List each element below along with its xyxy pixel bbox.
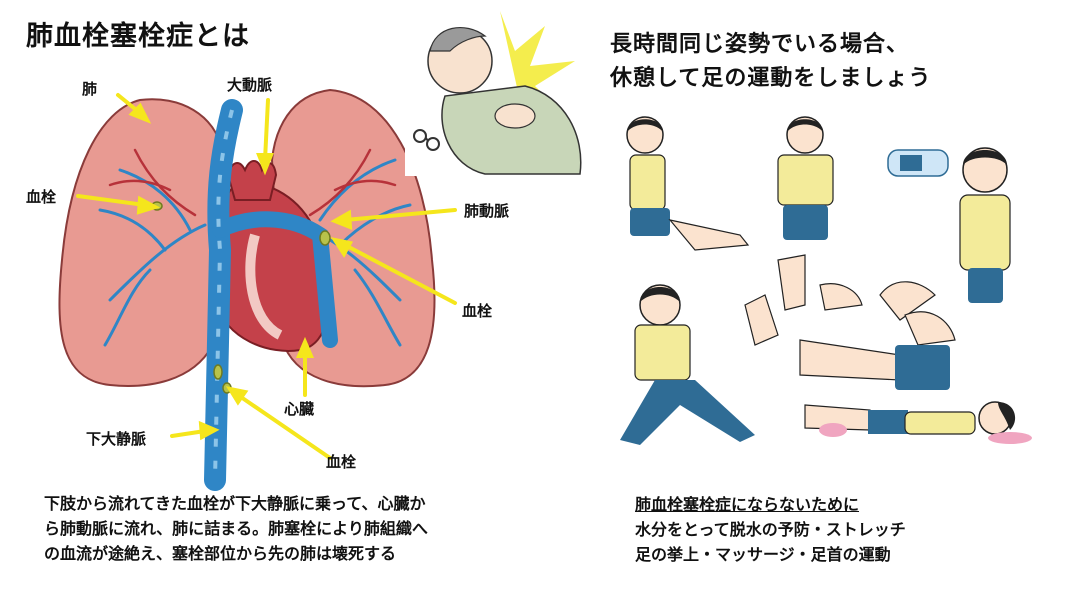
figure-lying-down <box>804 401 1032 444</box>
prevention-caption: 肺血栓塞栓症にならないために 水分をとって脱水の予防・ストレッチ 足の挙上・マッ… <box>635 492 906 567</box>
label-ivc: 下大静脈 <box>86 430 147 448</box>
caption-line-2: ら肺動脈に流れ、肺に詰まる。肺塞栓により肺組織へ <box>44 519 428 538</box>
figure-standing <box>777 116 834 240</box>
exercise-title-line-2: 休憩して足の運動をしましょう <box>610 66 932 91</box>
label-arrows <box>76 93 457 460</box>
label-aorta: 大動脈 <box>227 76 273 94</box>
figure-drinking-water <box>887 147 1011 303</box>
vena-cava-vessel <box>204 99 338 491</box>
figure-stretch <box>620 284 755 445</box>
chest-pain-person-illustration <box>405 6 595 176</box>
anatomy-diagram <box>58 88 457 491</box>
label-heart: 心臓 <box>284 400 315 418</box>
figure-massage <box>626 116 750 251</box>
explanation-caption: 下肢から流れてきた血栓が下大静脈に乗って、心臓か ら肺動脈に流れ、肺に詰まる。肺… <box>44 491 428 566</box>
exercise-title: 長時間同じ姿勢でいる場合、 休憩して足の運動をしましょう <box>610 28 931 96</box>
label-lung: 肺 <box>82 80 98 98</box>
label-thrombus-2: 血栓 <box>462 302 493 320</box>
prevention-line-2: 足の挙上・マッサージ・足首の運動 <box>635 545 891 564</box>
caption-line-3: の血流が途絶え、塞栓部位から先の肺は壊死する <box>44 544 397 563</box>
label-pulmonary-artery: 肺動脈 <box>464 202 510 220</box>
figure-leg-raise <box>799 339 950 390</box>
prevention-heading: 肺血栓塞栓症にならないために <box>635 495 860 514</box>
exercise-illustrations <box>620 116 1032 445</box>
label-thrombus-3: 血栓 <box>326 453 357 471</box>
prevention-line-1: 水分をとって脱水の予防・ストレッチ <box>635 520 906 539</box>
caption-line-1: 下肢から流れてきた血栓が下大静脈に乗って、心臓か <box>44 494 426 513</box>
page-title: 肺血栓塞栓症とは <box>26 21 250 52</box>
exercise-title-line-1: 長時間同じ姿勢でいる場合、 <box>610 32 910 57</box>
label-thrombus-1: 血栓 <box>26 188 57 206</box>
ankle-exercise-feet <box>744 254 956 346</box>
